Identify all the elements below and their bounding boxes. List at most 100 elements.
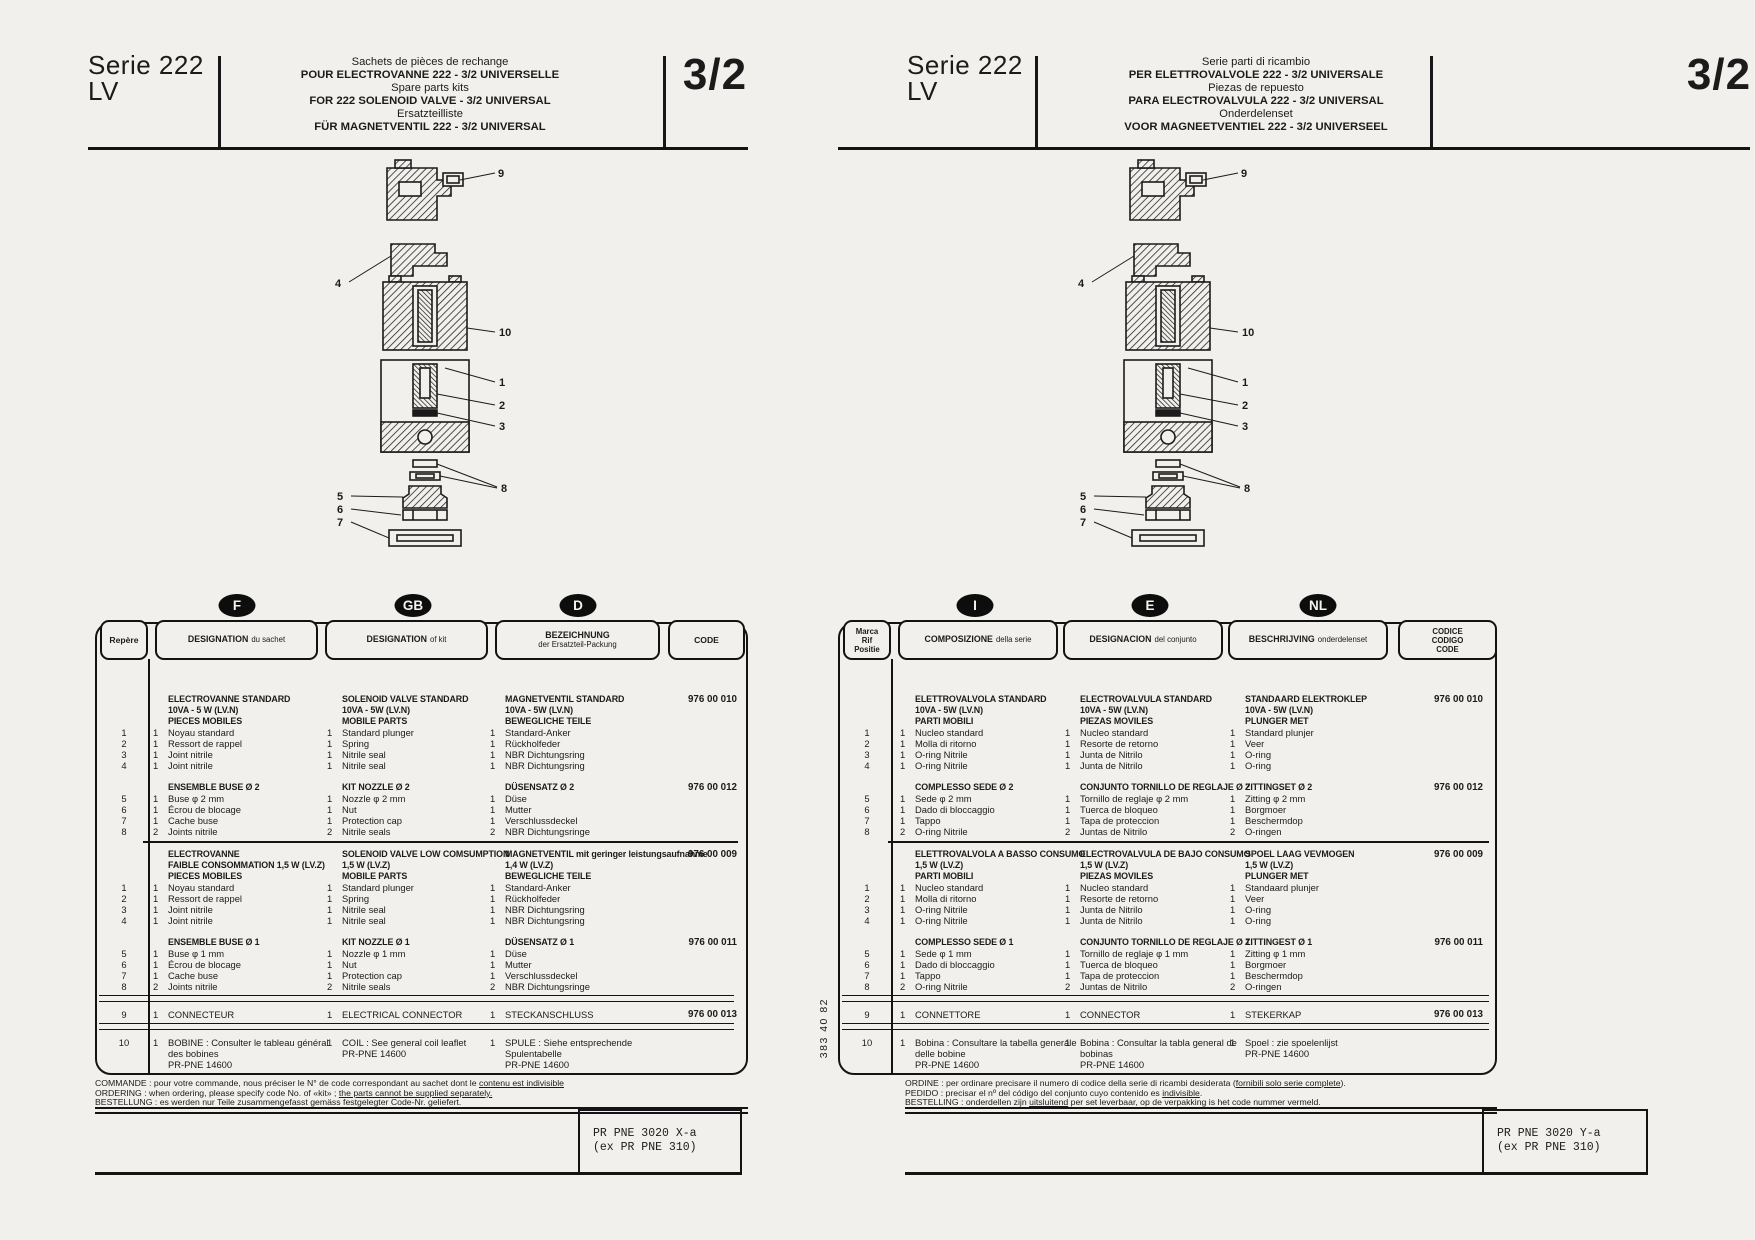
table-cell-text: 1: [1230, 815, 1236, 826]
table-cell-text: NBR Dichtungsringe: [505, 981, 590, 992]
table-cell-text: 1: [1065, 1037, 1071, 1048]
table-cell-text: PARTI MOBILI: [915, 716, 974, 726]
table-cell-text: CONNECTOR: [1080, 1009, 1141, 1020]
table-cell-text: 2: [121, 738, 127, 749]
ordering-note-line: PEDIDO : precisar el nº del código del c…: [905, 1087, 1346, 1099]
header-rule: [838, 147, 1750, 151]
table-cell-text: O-ring: [1245, 760, 1272, 771]
table-cell-text: Nucleo standard: [1080, 727, 1149, 738]
table-cell-text: 2: [1065, 981, 1071, 992]
table-cell-text: Düse: [505, 793, 527, 804]
table-cell-text: 1: [900, 793, 906, 804]
notes-bottom-rule: [905, 1107, 1497, 1114]
table-cell-text: 1: [327, 915, 333, 926]
table-cell-text: Protection cap: [342, 815, 402, 826]
table-cell-text: Resorte de retorno: [1080, 738, 1159, 749]
table-cell-text: 5: [864, 793, 870, 804]
table-cell-text: 1: [900, 1037, 906, 1048]
language-badge-GB: GB: [394, 594, 432, 617]
table-cell-text: Borgmoer: [1245, 959, 1287, 970]
callout-8: 8: [501, 483, 507, 495]
table-cell-text: Zitting φ 2 mm: [1245, 793, 1306, 804]
title-line: POUR ELECTROVANNE 222 - 3/2 UNIVERSELLE: [300, 69, 560, 81]
table-cell-text: CONNETTORE: [915, 1009, 981, 1020]
callout-10: 10: [1242, 327, 1254, 339]
table-cell-text: STANDAARD ELEKTROKLEP: [1245, 694, 1367, 704]
table-cell-text: Tapa de proteccion: [1080, 815, 1160, 826]
table-cell-text: Rückholfeder: [505, 893, 561, 904]
table-cell-text: O-ring Nitrile: [915, 760, 968, 771]
table-cell-text: 9: [864, 1009, 870, 1020]
title-line: FÜR MAGNETVENTIL 222 - 3/2 UNIVERSAL: [314, 121, 546, 133]
header-divider-right: [1430, 56, 1433, 150]
table-cell-text: ENSEMBLE BUSE Ø 1: [168, 937, 260, 947]
page-bottom-line: [95, 1172, 742, 1175]
table-cell-text: Standard-Anker: [505, 882, 571, 893]
table-cell-text: PR-PNE 14600: [168, 1059, 233, 1070]
table-cell-text: COIL : See general coil leaflet: [342, 1037, 467, 1048]
table-cell-text: 2: [121, 893, 127, 904]
table-cell-text: 1: [1065, 749, 1071, 760]
series-subtitle: LV: [88, 76, 119, 106]
table-cell-text: 1: [327, 970, 333, 981]
table-cell-text: O-ringen: [1245, 826, 1282, 837]
table-cell-text: O-ring: [1245, 915, 1272, 926]
table-cell-text: 2: [1230, 826, 1236, 837]
note-text: BESTELLUNG : es werden nur Teile zusamme…: [95, 1097, 462, 1108]
table-cell-text: Standard plunger: [342, 727, 414, 738]
table-cell-text: Nucleo standard: [915, 727, 984, 738]
table-cell-text: 1: [1230, 970, 1236, 981]
table-cell-text: 1: [153, 1009, 159, 1020]
note-text: ORDERING : when ordering, please specify…: [95, 1087, 339, 1098]
language-badge-F: F: [218, 594, 256, 617]
table-cell-text: 1: [153, 959, 159, 970]
table-cell-text: 2: [327, 981, 333, 992]
ordering-note-line: ORDERING : when ordering, please specify…: [95, 1087, 564, 1099]
table-cell-text: 1: [490, 1009, 496, 1020]
table-cell-text: 1: [1230, 915, 1236, 926]
ref-header-line: Rif: [861, 635, 873, 645]
table-cell-text: Tappo: [915, 970, 941, 981]
table-cell-text: Écrou de blocage: [168, 804, 241, 815]
callout-5: 5: [337, 491, 343, 503]
ref-column-divider: [148, 659, 150, 1075]
table-cell-text: 1: [153, 948, 159, 959]
lock-nut-part: [1145, 509, 1191, 521]
note-underlined-text: the parts cannot be supplied separately.: [338, 1087, 493, 1098]
table-cell-text: Tuerca de bloqueo: [1080, 804, 1158, 815]
table-cell-text: 1: [1065, 738, 1071, 749]
table-cell-text: 1: [490, 815, 496, 826]
table-cell-text: Rückholfeder: [505, 738, 561, 749]
table-cell-text: Nitrile seal: [342, 760, 386, 771]
section-rule: [842, 995, 1489, 1002]
table-cell-text: 10VA - 5 W (LV.N): [168, 705, 239, 715]
table-cell-text: 7: [121, 970, 127, 981]
table-cell-text: 1,5 W (LV.Z): [1080, 860, 1129, 870]
table-cell-text: Noyau standard: [168, 882, 235, 893]
table-cell-text: 1: [1065, 804, 1071, 815]
table-cell-text: PR-PNE 14600: [342, 1048, 407, 1059]
nozzle-part: [1145, 485, 1191, 509]
note-text: PEDIDO : precisar el nº del código del c…: [905, 1087, 1163, 1098]
section-rule: [842, 1023, 1489, 1030]
table-line: 10VA - 5W (LV.N)10VA - 5W (LV.N)10VA - 5…: [838, 705, 1755, 716]
callout-7: 7: [1080, 517, 1086, 529]
language-badge-D: D: [559, 594, 597, 617]
table-cell-text: 10VA - 5W (LV.N): [915, 705, 983, 715]
language-badge-I: I: [956, 594, 994, 617]
